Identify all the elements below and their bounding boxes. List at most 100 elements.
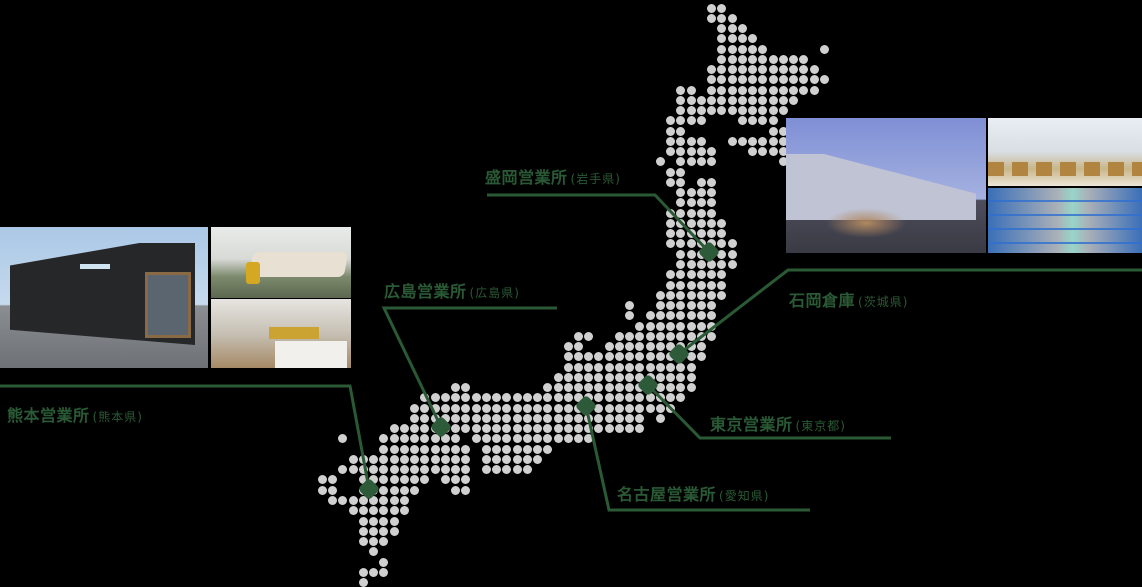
map-dot (461, 403, 471, 413)
map-dot (635, 413, 645, 423)
map-dot (707, 280, 717, 290)
label-hiroshima[interactable]: 広島営業所(広島県) (384, 278, 520, 302)
map-dot (553, 403, 563, 413)
map-dot (707, 157, 717, 167)
map-dot (676, 393, 686, 403)
map-dot (676, 311, 686, 321)
map-dot (768, 95, 778, 105)
map-dot (625, 424, 635, 434)
map-dot (451, 424, 461, 434)
map-dot (789, 95, 799, 105)
map-dot (328, 495, 338, 505)
map-dot (604, 362, 614, 372)
map-dot (533, 424, 543, 434)
map-dot (358, 465, 368, 475)
map-dot (758, 136, 768, 146)
map-dot (727, 65, 737, 75)
map-dot (389, 526, 399, 536)
location-prefecture: (茨城県) (858, 295, 909, 309)
map-dot (789, 65, 799, 75)
map-dot (676, 239, 686, 249)
map-dot (512, 454, 522, 464)
map-dot (533, 434, 543, 444)
map-dot (717, 65, 727, 75)
map-dot (512, 444, 522, 454)
map-dot (451, 444, 461, 454)
map-dot (666, 362, 676, 372)
map-dot (635, 372, 645, 382)
map-dot (604, 352, 614, 362)
photo-kumamoto-building-exterior (0, 227, 208, 368)
map-dot (737, 95, 747, 105)
map-dot (686, 280, 696, 290)
map-dot (676, 147, 686, 157)
map-dot (502, 465, 512, 475)
map-dot (717, 229, 727, 239)
map-dot (614, 362, 624, 372)
leader-line-ishioka (678, 268, 1142, 356)
map-dot (553, 393, 563, 403)
location-name: 広島営業所 (384, 282, 467, 301)
map-dot (625, 372, 635, 382)
map-dot (707, 198, 717, 208)
label-ishioka[interactable]: 石岡倉庫(茨城県) (789, 287, 908, 311)
map-dot (737, 116, 747, 126)
map-dot (410, 465, 420, 475)
map-dot (748, 34, 758, 44)
map-dot (594, 372, 604, 382)
map-dot (748, 136, 758, 146)
map-dot (440, 465, 450, 475)
map-dot (686, 260, 696, 269)
map-dot (645, 342, 655, 352)
map-dot (543, 444, 553, 454)
map-dot (451, 434, 461, 444)
map-dot (778, 126, 788, 136)
map-dot (614, 331, 624, 341)
map-dot (574, 331, 583, 341)
map-dot (625, 301, 635, 311)
map-dot (666, 229, 676, 239)
map-dot (676, 208, 686, 218)
map-dot (676, 280, 686, 290)
map-dot (492, 424, 502, 434)
map-dot (461, 424, 471, 434)
map-dot (748, 75, 758, 85)
map-dot (655, 290, 665, 300)
map-dot (512, 413, 522, 423)
map-dot (358, 578, 368, 587)
map-dot (778, 85, 788, 95)
map-dot (522, 434, 532, 444)
map-dot (727, 13, 737, 23)
map-dot (696, 177, 706, 187)
map-dot (625, 393, 635, 403)
map-dot (451, 383, 461, 393)
map-dot (574, 434, 583, 444)
map-dot (768, 54, 778, 64)
map-dot (676, 270, 686, 280)
marker-kumamoto (359, 479, 379, 499)
map-dot (778, 106, 788, 116)
map-dot (594, 393, 604, 403)
label-tokyo[interactable]: 東京営業所(東京都) (710, 411, 846, 435)
label-morioka[interactable]: 盛岡営業所(岩手県) (485, 164, 621, 188)
map-dot (666, 321, 676, 331)
map-dot (563, 342, 573, 352)
map-dot (758, 44, 768, 54)
map-dot (533, 413, 543, 423)
marker-morioka (699, 242, 719, 262)
map-dot (696, 198, 706, 208)
label-kumamoto[interactable]: 熊本営業所(熊本県) (7, 402, 143, 426)
map-dot (676, 106, 686, 116)
map-dot (707, 290, 717, 300)
map-dot (778, 147, 788, 157)
photo-kumamoto-office-meeting-room (211, 227, 351, 298)
map-dot (369, 516, 379, 526)
map-dot (666, 372, 676, 382)
map-dot (574, 372, 583, 382)
map-dot (717, 34, 727, 44)
map-dot (625, 413, 635, 423)
label-nagoya[interactable]: 名古屋営業所(愛知県) (617, 481, 769, 505)
map-dot (584, 383, 594, 393)
map-dot (471, 393, 481, 403)
map-dot (707, 177, 717, 187)
